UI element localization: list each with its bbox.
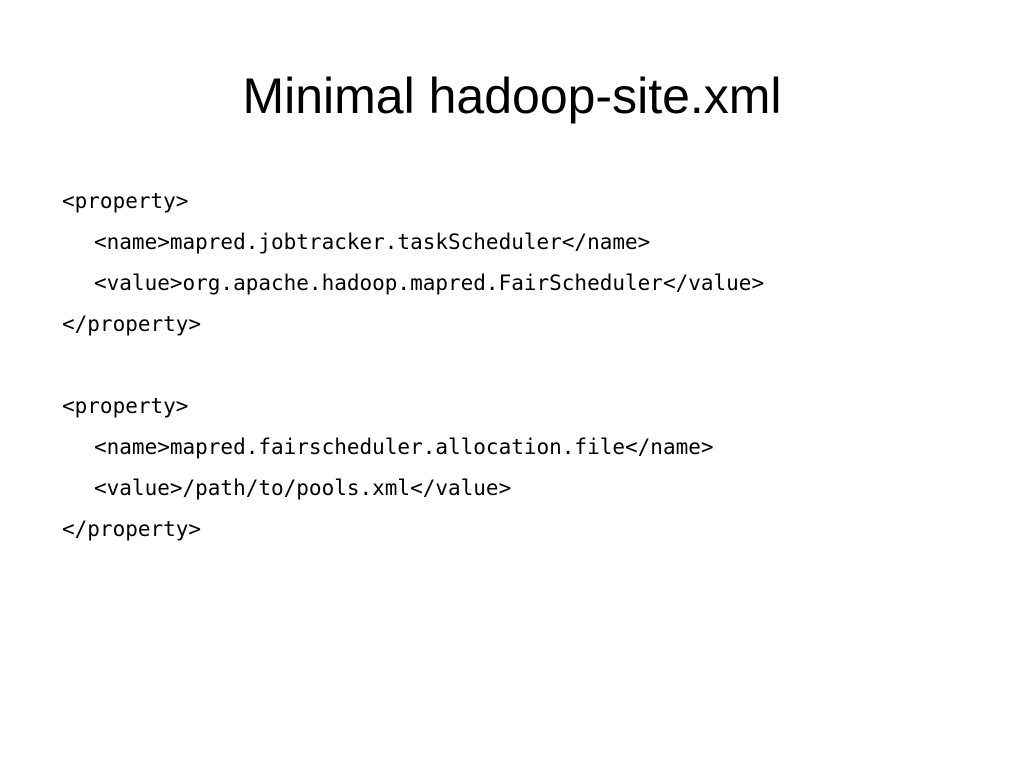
slide-title: Minimal hadoop-site.xml — [242, 68, 782, 124]
code-line-blank — [62, 345, 962, 386]
code-line-property-close-2: </property> — [62, 517, 202, 541]
code-line-value-pools-path: <value>/path/to/pools.xml</value> — [94, 476, 512, 500]
xml-code-block: <property> <name>mapred.jobtracker.taskS… — [62, 181, 962, 550]
code-line-value-fair-scheduler: <value>org.apache.hadoop.mapred.FairSche… — [94, 271, 765, 295]
code-line-name-task-scheduler: <name>mapred.jobtracker.taskScheduler</n… — [94, 230, 651, 254]
code-line-property-close-1: </property> — [62, 312, 202, 336]
code-line-property-open-1: <property> — [62, 189, 189, 213]
code-line-property-open-2: <property> — [62, 394, 189, 418]
code-line-name-allocation-file: <name>mapred.fairscheduler.allocation.fi… — [94, 435, 714, 459]
